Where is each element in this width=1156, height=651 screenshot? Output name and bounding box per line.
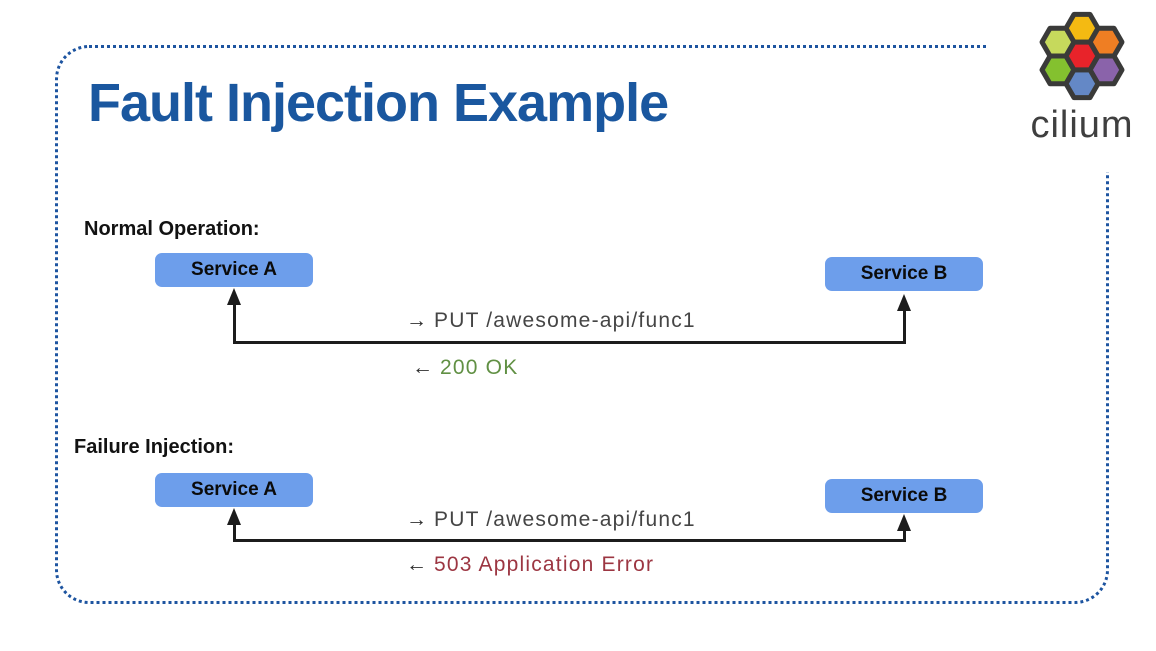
service-a-arrow-line <box>233 523 236 542</box>
service-b-arrow-line <box>903 309 906 344</box>
service-b-box: Service B <box>825 257 983 291</box>
service-b-arrow-line <box>903 529 906 542</box>
message-line <box>233 341 906 344</box>
section-label-normal-operation: Normal Operation: <box>84 218 260 240</box>
arrowhead-up-icon <box>227 508 241 525</box>
right-arrow-glyph: → <box>406 508 427 531</box>
response-annotation: ← 200 OK <box>412 356 518 380</box>
right-arrow-glyph: → <box>406 309 427 332</box>
cilium-hexagon-center-icon <box>1063 39 1101 73</box>
request-text: PUT /awesome-api/func1 <box>434 508 696 531</box>
service-a-box: Service A <box>155 473 313 507</box>
response-text: 503 Application Error <box>434 553 655 576</box>
cilium-hexagon-flower-icon: cilium <box>1030 11 1133 146</box>
message-line <box>233 539 906 542</box>
left-arrow-glyph: ← <box>406 553 427 576</box>
arrowhead-up-icon <box>897 294 911 311</box>
slide-dotted-border <box>55 45 1109 604</box>
cilium-hexagon-bottom-icon <box>1063 67 1101 101</box>
service-a-box: Service A <box>155 253 313 287</box>
request-annotation: → PUT /awesome-api/func1 <box>406 508 696 532</box>
cilium-logo: cilium <box>1012 0 1152 150</box>
response-annotation: ← 503 Application Error <box>406 553 654 577</box>
request-annotation: → PUT /awesome-api/func1 <box>406 309 696 333</box>
arrowhead-up-icon <box>897 514 911 531</box>
service-a-arrow-line <box>233 303 236 344</box>
left-arrow-glyph: ← <box>412 356 433 379</box>
cilium-wordmark: cilium <box>1030 104 1133 146</box>
service-b-box: Service B <box>825 479 983 513</box>
section-label-failure-injection: Failure Injection: <box>74 436 235 458</box>
page-title: Fault Injection Example <box>88 73 669 133</box>
response-text: 200 OK <box>440 356 519 379</box>
request-text: PUT /awesome-api/func1 <box>434 309 696 332</box>
arrowhead-up-icon <box>227 288 241 305</box>
